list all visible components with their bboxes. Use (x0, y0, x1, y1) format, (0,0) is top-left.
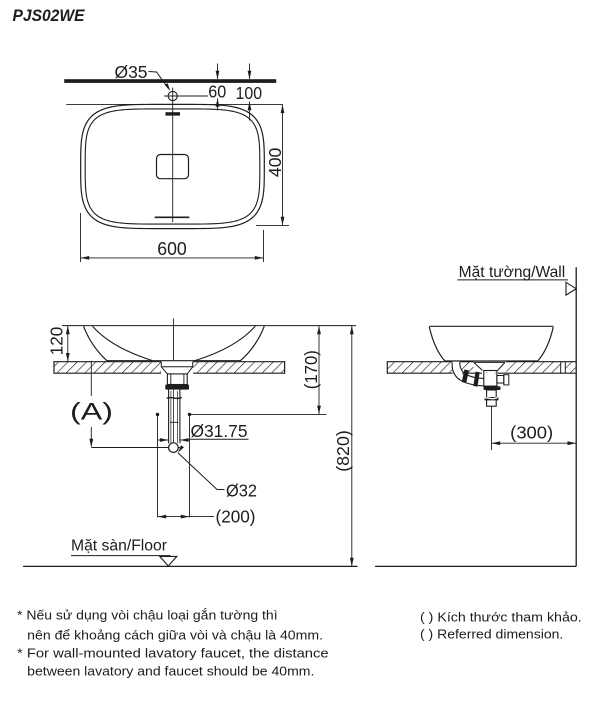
svg-text:(170): (170) (301, 350, 321, 389)
svg-text:( ) Kích thước tham khảo.: ( ) Kích thước tham khảo. (420, 610, 582, 625)
svg-text:* For wall-mounted lavatory fa: * For wall-mounted lavatory faucet, the … (17, 645, 329, 660)
svg-text:100: 100 (236, 83, 263, 103)
svg-text:between lavatory and faucet sh: between lavatory and faucet should be 40… (27, 663, 314, 678)
svg-text:* Nếu sử dụng vòi chậu loại gắ: * Nếu sử dụng vòi chậu loại gắn tường th… (17, 607, 278, 622)
svg-text:nên để khoảng cách giữa vòi và: nên để khoảng cách giữa vòi và chậu là 4… (27, 627, 323, 642)
svg-text:( ) Referred dimension.: ( ) Referred dimension. (420, 626, 563, 641)
svg-text:400: 400 (265, 147, 285, 177)
svg-text:600: 600 (157, 239, 187, 259)
svg-text:Mặt tường/Wall: Mặt tường/Wall (459, 264, 566, 281)
svg-text:(A): (A) (70, 399, 113, 426)
svg-text:PJS02WE: PJS02WE (13, 6, 86, 25)
svg-text:(300): (300) (510, 422, 553, 442)
svg-text:Ø35: Ø35 (115, 62, 148, 82)
svg-text:Ø32: Ø32 (226, 481, 257, 501)
svg-text:60: 60 (208, 81, 226, 101)
svg-text:120: 120 (47, 326, 67, 355)
svg-text:(820): (820) (333, 430, 353, 472)
svg-text:Ø31.75: Ø31.75 (191, 421, 248, 441)
svg-text:Mặt sàn/Floor: Mặt sàn/Floor (71, 538, 167, 555)
svg-text:(200): (200) (216, 506, 256, 526)
